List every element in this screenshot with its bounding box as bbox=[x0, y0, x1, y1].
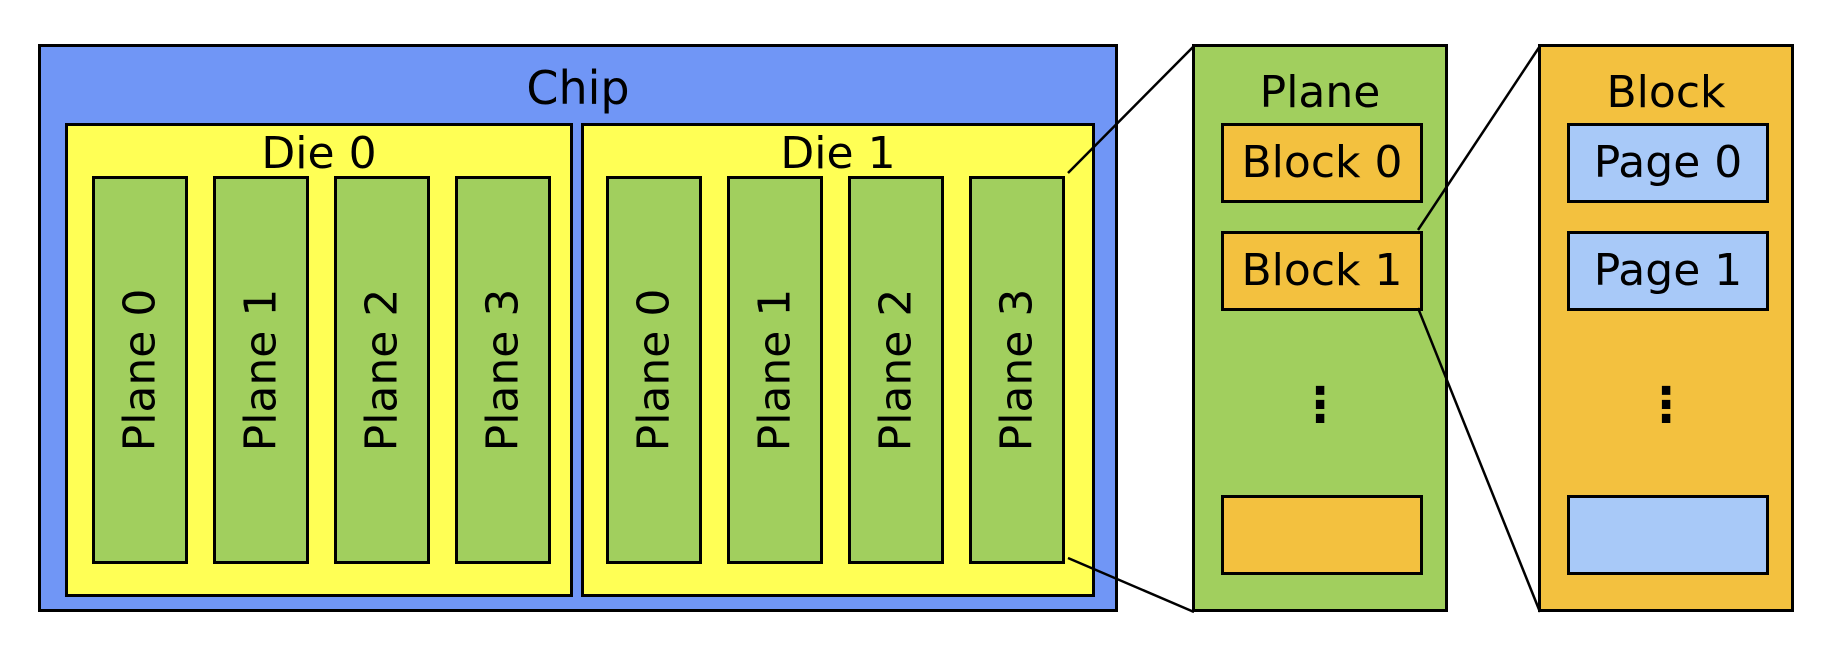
block-last-item bbox=[1221, 495, 1423, 575]
plane-zoom-line-top bbox=[1067, 45, 1195, 174]
page-0-item: Page 0 bbox=[1567, 123, 1769, 203]
die-1-box: Die 1 Plane 0 Plane 1 Plane 2 Plane 3 bbox=[581, 123, 1095, 597]
block-zoom-line-top bbox=[1416, 45, 1542, 231]
die-0-plane-2: Plane 2 bbox=[334, 176, 430, 564]
page-last-item bbox=[1567, 495, 1769, 575]
die-0-plane-3: Plane 3 bbox=[455, 176, 551, 564]
die-0-box: Die 0 Plane 0 Plane 1 Plane 2 Plane 3 bbox=[65, 123, 573, 597]
die-0-plane-0: Plane 0 bbox=[92, 176, 188, 564]
block-zoom-line-bottom bbox=[1416, 307, 1542, 613]
chip-box: Chip Die 0 Plane 0 Plane 1 Plane 2 Plane… bbox=[38, 44, 1118, 612]
die-1-plane-0: Plane 0 bbox=[606, 176, 702, 564]
die-0-title: Die 0 bbox=[261, 128, 377, 179]
ellipsis-icon: ⋮ bbox=[1296, 377, 1344, 433]
plane-zoom-line-bottom bbox=[1067, 556, 1195, 614]
block-detail-title: Block bbox=[1606, 67, 1726, 118]
plane-detail-box: Plane Block 0 Block 1 ⋮ bbox=[1192, 44, 1448, 612]
die-1-plane-2: Plane 2 bbox=[848, 176, 944, 564]
chip-title: Chip bbox=[526, 61, 630, 115]
plane-detail-title: Plane bbox=[1259, 67, 1381, 118]
die-1-plane-3: Plane 3 bbox=[969, 176, 1065, 564]
block-0-item: Block 0 bbox=[1221, 123, 1423, 203]
die-0-plane-1: Plane 1 bbox=[213, 176, 309, 564]
block-1-item: Block 1 bbox=[1221, 231, 1423, 311]
page-1-item: Page 1 bbox=[1567, 231, 1769, 311]
ellipsis-icon: ⋮ bbox=[1642, 377, 1690, 433]
die-1-title: Die 1 bbox=[780, 128, 896, 179]
die-1-plane-1: Plane 1 bbox=[727, 176, 823, 564]
block-detail-box: Block Page 0 Page 1 ⋮ bbox=[1538, 44, 1794, 612]
